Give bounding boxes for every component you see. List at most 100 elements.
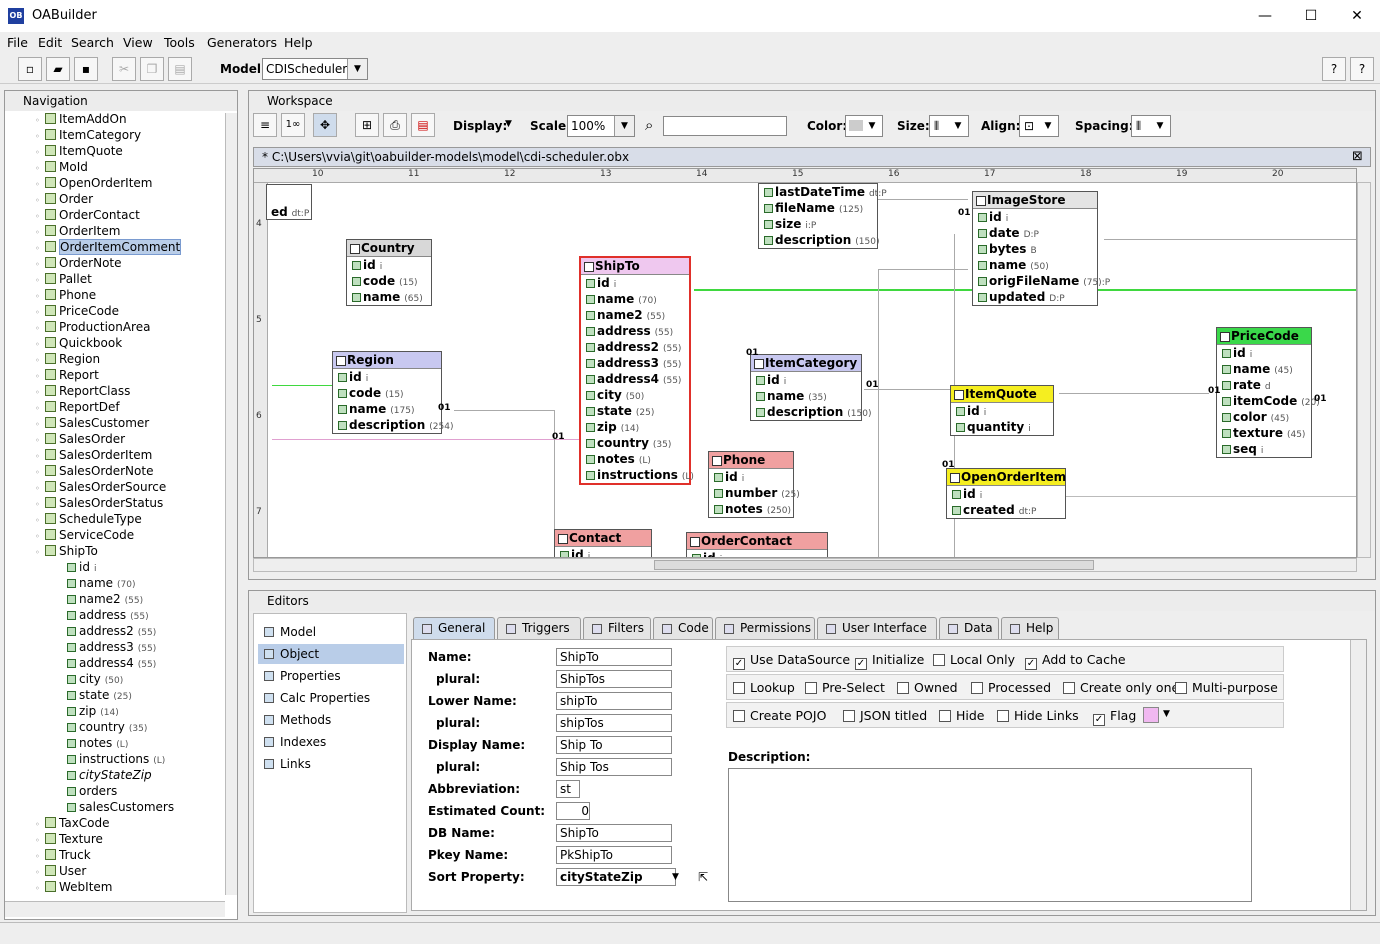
tree-object-item[interactable]: ◦PriceCode <box>35 303 119 319</box>
entity-field[interactable]: code(15) <box>333 385 441 401</box>
tree-field-item[interactable]: city(50) <box>67 671 123 687</box>
print-icon[interactable]: ⎙ <box>383 113 407 137</box>
pdf-icon[interactable]: ▤ <box>411 113 435 137</box>
tab-data[interactable]: Data <box>939 617 999 639</box>
tree-object-item[interactable]: ◦SalesOrderStatus <box>35 495 163 511</box>
context-help-icon[interactable]: ? <box>1350 57 1374 81</box>
tree-object-item[interactable]: ◦SalesOrder <box>35 431 125 447</box>
list-icon[interactable]: ≡ <box>253 113 277 137</box>
tree-field-item[interactable]: name(70) <box>67 575 136 591</box>
tree-object-item[interactable]: ◦ItemCategory <box>35 127 141 143</box>
expand-icon[interactable]: ◦ <box>35 212 40 221</box>
field-input[interactable]: Ship To <box>556 736 672 754</box>
editor-section-model[interactable]: Model <box>258 622 404 642</box>
entity-imagestore-title[interactable]: ImageStore <box>973 192 1097 209</box>
expand-icon[interactable]: ◦ <box>35 196 40 205</box>
unchecked-icon[interactable] <box>933 654 945 666</box>
entity-field[interactable]: description(150) <box>751 404 871 420</box>
checked-icon[interactable]: ✓ <box>855 658 867 670</box>
checkbox-pre-select[interactable]: Pre-Select <box>805 680 885 695</box>
entity-pricecode-title[interactable]: PriceCode <box>1217 328 1311 345</box>
tree-field-item[interactable]: country(35) <box>67 719 147 735</box>
copy-icon[interactable]: ❐ <box>140 57 164 81</box>
checkbox-lookup[interactable]: Lookup <box>733 680 795 695</box>
checkbox-owned[interactable]: Owned <box>897 680 958 695</box>
entity-field[interactable]: code(15) <box>347 273 431 289</box>
checkbox-flag[interactable]: ✓Flag <box>1093 708 1136 726</box>
editor-section-calc-properties[interactable]: Calc Properties <box>258 688 404 708</box>
editor-section-object[interactable]: Object <box>258 644 404 664</box>
entity-field[interactable]: itemCode(20) <box>1217 393 1320 409</box>
tree-field-item[interactable]: cityStateZip <box>67 767 152 783</box>
tree-object-item[interactable]: ◦ProductionArea <box>35 319 150 335</box>
tree-field-item[interactable]: zip(14) <box>67 703 119 719</box>
workspace-search-input[interactable] <box>663 116 787 136</box>
unchecked-icon[interactable] <box>1063 682 1075 694</box>
tree-object-item[interactable]: ◦OpenOrderItem <box>35 175 152 191</box>
canvas-hscrollbar[interactable] <box>253 558 1357 572</box>
tab-help[interactable]: Help <box>1001 617 1059 639</box>
tree-object-item[interactable]: ◦Report <box>35 367 99 383</box>
entity-openorderitem-title[interactable]: OpenOrderItem <box>947 469 1066 486</box>
cut-icon[interactable]: ✂ <box>112 57 136 81</box>
expand-icon[interactable]: ◦ <box>35 116 40 125</box>
checkbox-hide-links[interactable]: Hide Links <box>997 708 1079 723</box>
tree-object-item[interactable]: ◦Region <box>35 351 100 367</box>
paste-icon[interactable]: ▤ <box>168 57 192 81</box>
tree-object-item[interactable]: ◦Quickbook <box>35 335 122 351</box>
entity-field[interactable]: state(25) <box>581 403 689 419</box>
entity-field[interactable]: name(50) <box>973 257 1097 273</box>
tree-object-item[interactable]: ◦ReportDef <box>35 399 120 415</box>
move-icon[interactable]: ✥ <box>313 113 337 137</box>
tree-object-item[interactable]: ◦User <box>35 863 86 879</box>
entity-phone-title[interactable]: Phone <box>709 452 793 469</box>
one-to-many-icon[interactable]: 1∞ <box>281 113 305 137</box>
align-select[interactable]: ⊡▼ <box>1019 115 1059 137</box>
checkbox-multi-purpose[interactable]: Multi-purpose <box>1175 680 1278 695</box>
menu-edit[interactable]: Edit <box>38 35 63 50</box>
entity-field[interactable]: name(175) <box>333 401 441 417</box>
entity-field[interactable]: address2(55) <box>581 339 689 355</box>
tree-object-item[interactable]: ◦ShipTo <box>35 543 98 559</box>
unchecked-icon[interactable] <box>1175 682 1187 694</box>
tree-field-item[interactable]: instructions(L) <box>67 751 165 767</box>
unchecked-icon[interactable] <box>805 682 817 694</box>
minimize-button[interactable]: — <box>1258 8 1272 24</box>
tree-object-item[interactable]: ◦SalesOrderItem <box>35 447 152 463</box>
description-textarea[interactable] <box>728 768 1252 902</box>
form-vscrollbar[interactable] <box>1350 640 1366 910</box>
tree-object-item[interactable]: ◦Pallet <box>35 271 92 287</box>
tree-object-item[interactable]: ◦ReportClass <box>35 383 130 399</box>
tree-field-item[interactable]: notes(L) <box>67 735 128 751</box>
expand-icon[interactable]: ◦ <box>35 260 40 269</box>
entity-field[interactable]: description(150) <box>759 232 879 248</box>
checkbox-create-pojo[interactable]: Create POJO <box>733 708 826 723</box>
tree-object-item[interactable]: ◦Truck <box>35 847 91 863</box>
tab-filters[interactable]: Filters <box>583 617 651 639</box>
model-select[interactable]: CDIScheduler ▼ <box>262 58 368 80</box>
expand-icon[interactable]: ◦ <box>35 484 40 493</box>
entity-field[interactable]: idi <box>687 550 827 557</box>
entity-itemcategory-title[interactable]: ItemCategory <box>751 355 861 372</box>
tree-object-item[interactable]: ◦TaxCode <box>35 815 110 831</box>
expand-icon[interactable]: ◦ <box>35 244 40 253</box>
tree-object-item[interactable]: ◦OrderItem <box>35 223 120 239</box>
chevron-down-icon[interactable]: ▼ <box>505 119 512 129</box>
menu-file[interactable]: File <box>7 35 28 50</box>
checkbox-processed[interactable]: Processed <box>971 680 1051 695</box>
entity-field[interactable]: name(45) <box>1217 361 1311 377</box>
editor-section-links[interactable]: Links <box>258 754 404 774</box>
field-input[interactable]: Ship Tos <box>556 758 672 776</box>
entity-field[interactable]: name(65) <box>347 289 431 305</box>
unchecked-icon[interactable] <box>971 682 983 694</box>
